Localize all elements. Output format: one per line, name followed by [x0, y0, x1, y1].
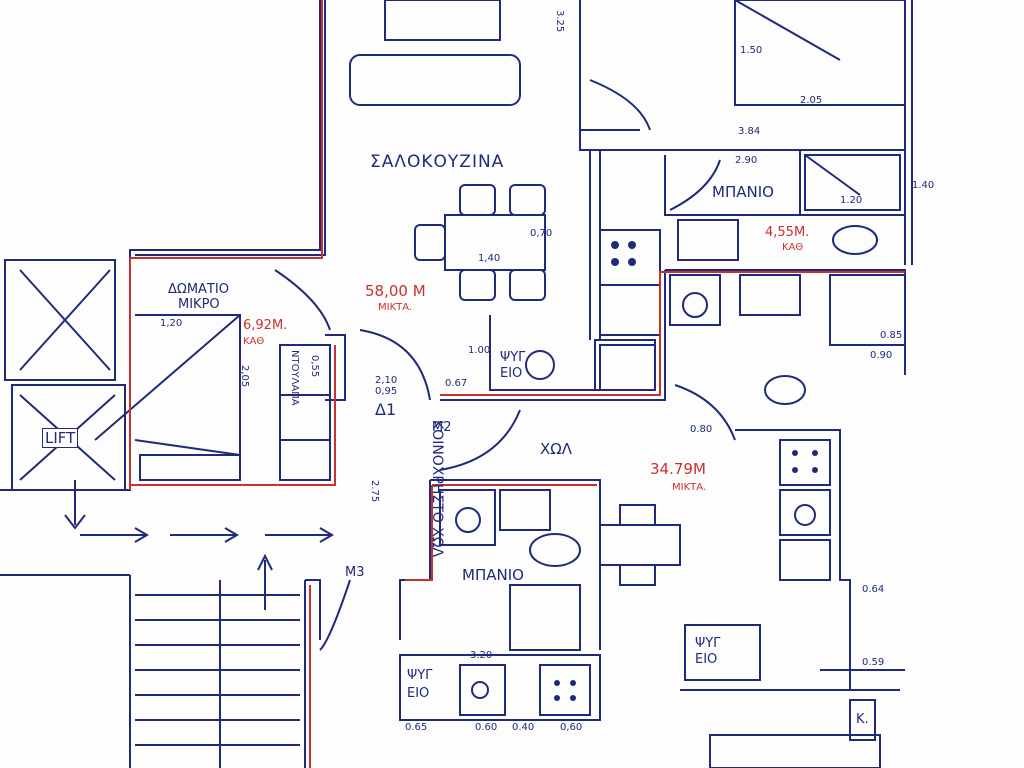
kitchen-counter-bottom	[399, 654, 601, 721]
dim-label: 1.20	[840, 195, 863, 206]
fridge-1-label-2: ΕΙΟ	[500, 366, 523, 381]
fridge-2-label-2: ΕΙΟ	[407, 686, 430, 701]
door-d1-label: Δ1	[375, 400, 397, 419]
dim-label: 0.40	[512, 722, 535, 733]
area-note-hall: ΜΙΚΤΑ.	[672, 482, 707, 493]
wall-right	[904, 0, 913, 265]
room-label-bath-top: ΜΠΑΝΙΟ	[712, 183, 774, 201]
fridge-3-label: ΨΥΓ	[695, 636, 721, 651]
wardrobe-label: ΝΤΟΥΛΑΠΑ	[289, 350, 300, 406]
sofa	[349, 54, 521, 106]
stair-steps	[135, 594, 300, 746]
red-walls	[129, 0, 905, 768]
dim-label: 0.65	[405, 722, 428, 733]
dim-label: 2.90	[735, 155, 758, 166]
dim-label: 2.05	[800, 95, 823, 106]
dim-label: 3.20	[470, 650, 493, 661]
wardrobe-box	[279, 344, 331, 481]
area-note-bath-top: ΚΑΘ	[782, 242, 804, 253]
area-bath-top: 4,55Μ.	[765, 225, 810, 240]
dim-label: 0,55	[309, 355, 320, 378]
wall-left	[0, 0, 321, 491]
dim-label: 0,70	[530, 228, 553, 239]
m3-label: Μ3	[345, 565, 365, 580]
room-label-living-kitchen: ΣΑΛΟΚΟΥΖΙΝΑ	[370, 152, 505, 172]
dim-label: 0.90	[870, 350, 893, 361]
common-hall-label: ΚΟΙΝΟΧΡΗΣΤΟ ΧΩΛ	[429, 420, 445, 558]
dim-label: 0.59	[862, 657, 885, 668]
dim-label: 1.40	[912, 180, 935, 191]
dim-label: 1,40	[478, 253, 501, 264]
area-note-living-kitchen: ΜΙΚΤΑ.	[378, 302, 413, 313]
lift-label: LIFT	[42, 428, 79, 448]
area-small-room: 6,92Μ.	[243, 318, 288, 333]
room-label-small-room: ΔΩΜΑΤΙΟ	[168, 282, 229, 297]
fridge-3-label-2: ΕΙΟ	[695, 652, 718, 667]
m2-label: Μ2	[432, 420, 452, 435]
dim-label: 0.60	[475, 722, 498, 733]
stove-top	[599, 229, 661, 286]
door-d1-dim-1: 2,10	[375, 375, 398, 386]
door-d1-dim-2: 0,95	[375, 386, 398, 397]
dim-label: 3.25	[554, 10, 565, 33]
dim-label: 1,20	[160, 318, 183, 329]
fridge-2-label: ΨΥΓ	[407, 668, 433, 683]
dim-label: 2,05	[239, 365, 250, 388]
k-box-label: Κ.	[856, 712, 869, 727]
dim-label: 3.84	[738, 126, 761, 137]
door-swing-d1	[359, 329, 431, 401]
dim-label: 0,60	[560, 722, 583, 733]
dim-label: 1.50	[740, 45, 763, 56]
area-hall: 34.79Μ	[650, 460, 706, 478]
dim-label: 0.85	[880, 330, 903, 341]
dim-label: 0.67	[445, 378, 468, 389]
common-hall-dim: 2.75	[369, 480, 380, 503]
room-label-hall: ΧΩΛ	[540, 440, 572, 458]
dim-label: 1.00	[468, 345, 491, 356]
room-label-small-room-2: ΜΙΚΡΟ	[178, 297, 220, 312]
room-label-bath-bottom: ΜΠΑΝΙΟ	[462, 566, 524, 584]
dim-label: 0.80	[690, 424, 713, 435]
area-living-kitchen: 58,00 Μ	[365, 282, 426, 300]
area-note-small-room: ΚΑΘ	[243, 336, 265, 347]
fridge-1-label: ΨΥΓ	[500, 350, 526, 365]
lift-shaft	[11, 384, 126, 491]
dim-label: 0.64	[862, 584, 885, 595]
shaft	[4, 259, 116, 381]
